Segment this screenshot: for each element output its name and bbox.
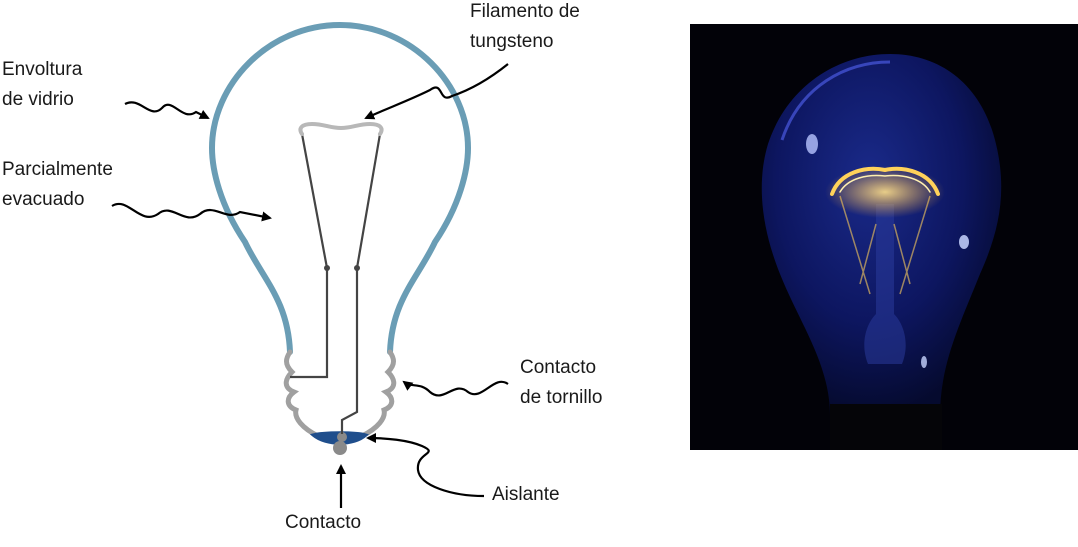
photo-filament [830, 166, 940, 196]
label-contact: Contacto [285, 512, 362, 533]
photo-filament-inner [839, 174, 931, 193]
photo-highlight-right [959, 235, 969, 249]
label-partial-vacuum-line2: evacuado [2, 189, 85, 210]
photo-highlight-low [921, 356, 927, 368]
arrow-insulator [366, 433, 485, 498]
glass-envelope-outline [208, 21, 472, 355]
lead-wire-right [340, 133, 382, 434]
label-filament: Filamento de tungsteno [470, 0, 580, 57]
label-partial-vacuum: Parcialmente evacuado [2, 155, 113, 215]
label-screw-contact-line2: de tornillo [520, 387, 603, 408]
lead-wire-left [290, 133, 329, 379]
label-glass-envelope: Envoltura de vidrio [2, 55, 82, 115]
lit-bulb-photo [690, 24, 1078, 450]
screw-base-left [283, 349, 321, 439]
screw-base-right [359, 349, 397, 439]
label-filament-line2: tungsteno [470, 31, 554, 52]
photo-filament-glow [825, 166, 945, 218]
top-contact-dot [337, 432, 347, 442]
label-glass-envelope-line2: de vidrio [2, 89, 74, 110]
label-partial-vacuum-line1: Parcialmente [2, 159, 113, 180]
photo-glass-rim [780, 60, 891, 141]
filament-coil [298, 121, 384, 136]
label-filament-line1: Filamento de [470, 1, 580, 22]
arrow-screw-contact [402, 380, 509, 397]
bottom-contact-dot [333, 441, 347, 455]
photo-highlight-left [806, 134, 818, 154]
wire-joint-left [324, 265, 330, 271]
label-insulator: Aislante [492, 484, 560, 505]
arrow-filament [364, 63, 509, 120]
arrow-glass-envelope [124, 101, 210, 119]
photo-screw-base [830, 404, 942, 450]
label-screw-contact: Contacto de tornillo [520, 353, 602, 413]
wire-joint-right [354, 265, 360, 271]
photo-support-wires [839, 195, 931, 295]
label-screw-contact-line1: Contacto [520, 357, 597, 378]
arrow-partial-vacuum [111, 202, 272, 222]
photo-stem [864, 204, 906, 364]
label-glass-envelope-line1: Envoltura [2, 59, 83, 80]
